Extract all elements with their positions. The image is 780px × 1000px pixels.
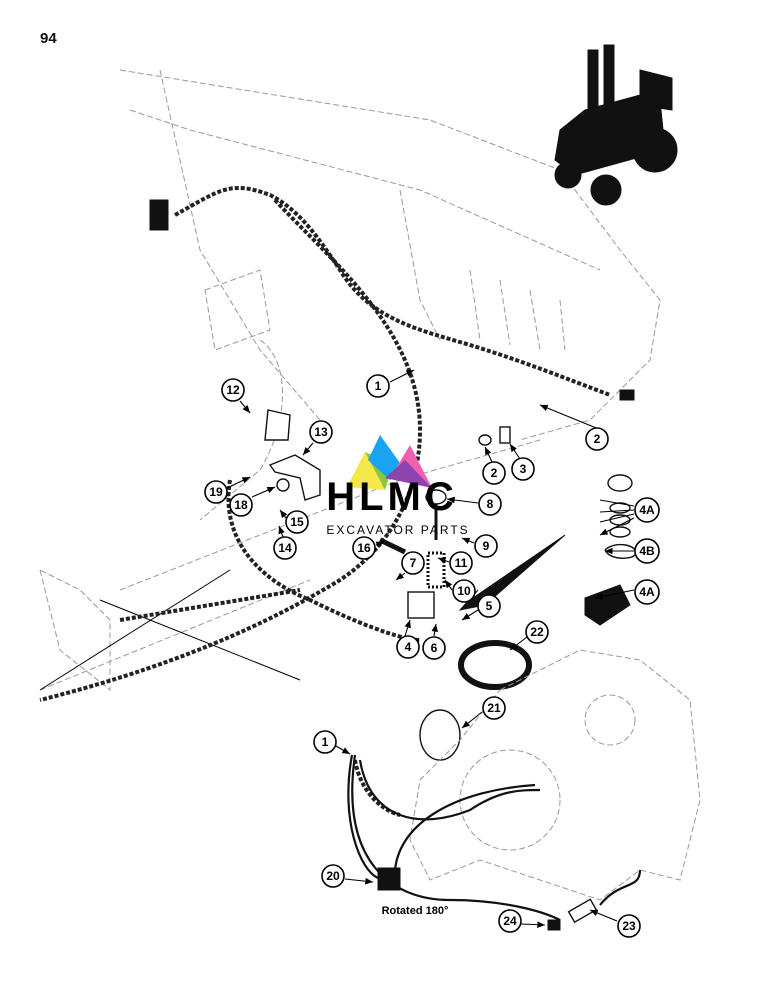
callout: 11	[449, 551, 473, 575]
svg-text:15: 15	[290, 515, 304, 529]
callout: 21	[482, 696, 506, 720]
transmission-wires	[347, 754, 642, 921]
callout: 1	[313, 730, 337, 754]
page-number: 94	[40, 30, 57, 47]
svg-text:19: 19	[209, 485, 223, 499]
callout: 5	[477, 594, 501, 618]
svg-text:6: 6	[431, 641, 438, 655]
svg-text:20: 20	[326, 869, 340, 883]
callout: 18	[229, 493, 253, 517]
svg-text:3: 3	[520, 462, 527, 476]
transmission-housing	[409, 649, 701, 901]
svg-text:21: 21	[487, 701, 501, 715]
svg-text:1: 1	[322, 735, 329, 749]
callout: 4A	[634, 497, 660, 523]
rotation-note: Rotated 180°	[382, 905, 449, 917]
callout: 20	[321, 864, 345, 888]
callout: 22	[525, 620, 549, 644]
svg-text:5: 5	[486, 599, 493, 613]
svg-text:8: 8	[487, 497, 494, 511]
components	[264, 409, 637, 931]
svg-text:4A: 4A	[639, 503, 655, 517]
svg-text:23: 23	[622, 919, 636, 933]
svg-text:4A: 4A	[639, 585, 655, 599]
callout: 23	[617, 914, 641, 938]
svg-text:9: 9	[483, 539, 490, 553]
callout: 8	[478, 492, 502, 516]
callout: 15	[285, 510, 309, 534]
callout: 19	[204, 480, 228, 504]
leader-lines	[226, 369, 635, 928]
callout: 24	[498, 909, 522, 933]
svg-text:4B: 4B	[639, 544, 655, 558]
callout: 2	[585, 427, 609, 451]
callout: 4	[396, 635, 420, 659]
callout: 6	[422, 636, 446, 660]
svg-text:12: 12	[226, 383, 240, 397]
svg-text:2: 2	[491, 466, 498, 480]
callouts: 1 2 2 3 4A 4B 4A 5 6 4 7 8 9 10 11 12 13…	[204, 374, 660, 938]
callout: 16	[352, 536, 376, 560]
svg-text:1: 1	[375, 379, 382, 393]
svg-text:10: 10	[457, 584, 471, 598]
callout: 7	[401, 551, 425, 575]
hlmc-watermark-logo: HLMC EXCAVATOR PARTS	[326, 435, 469, 537]
callout: 14	[273, 536, 297, 560]
vehicle-body-outline	[39, 69, 661, 692]
svg-text:16: 16	[357, 541, 371, 555]
svg-text:13: 13	[314, 425, 328, 439]
svg-text:7: 7	[410, 556, 417, 570]
svg-text:14: 14	[278, 541, 292, 555]
svg-text:24: 24	[503, 914, 517, 928]
watermark-title: HLMC	[326, 475, 458, 519]
callout: 4A	[634, 579, 660, 605]
svg-text:11: 11	[455, 556, 468, 570]
callout: 4B	[634, 538, 660, 564]
svg-text:22: 22	[530, 625, 544, 639]
watermark-subtitle: EXCAVATOR PARTS	[326, 523, 469, 537]
forklift-silhouette-icon	[554, 44, 678, 206]
callout: 1	[366, 374, 390, 398]
callout: 13	[309, 420, 333, 444]
callout: 10	[452, 579, 476, 603]
svg-text:2: 2	[594, 432, 601, 446]
wiring-harness	[39, 186, 635, 817]
svg-text:4: 4	[405, 640, 412, 654]
callout: 9	[474, 534, 498, 558]
callout: 2	[482, 461, 506, 485]
svg-text:18: 18	[234, 498, 248, 512]
callout: 3	[511, 457, 535, 481]
callout: 12	[221, 378, 245, 402]
